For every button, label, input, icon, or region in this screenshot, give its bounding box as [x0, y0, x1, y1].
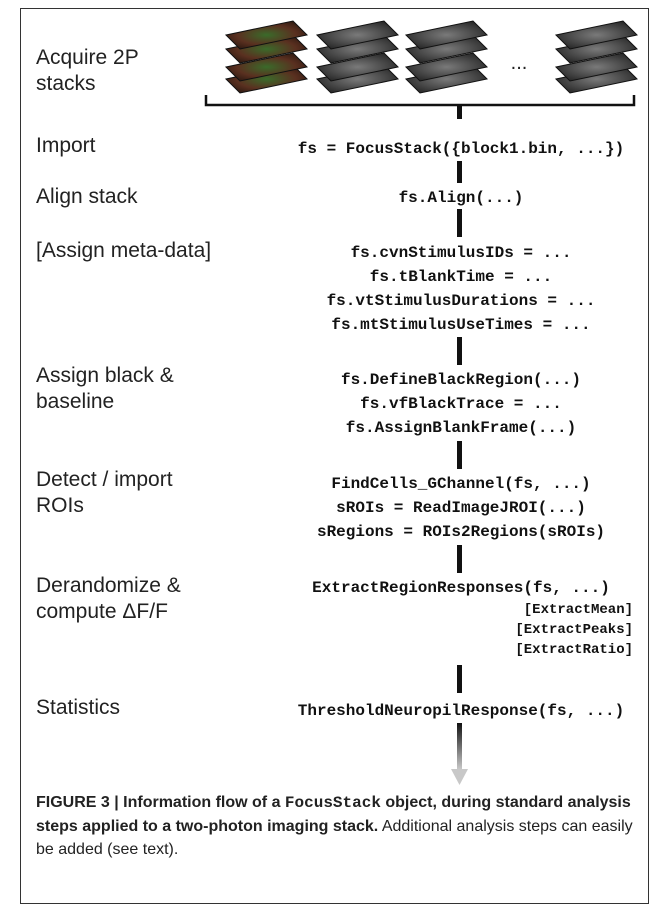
code-meta-4: fs.mtStimulusUseTimes = ... — [331, 316, 591, 334]
stack-bracket — [204, 95, 636, 107]
connector — [457, 441, 462, 469]
stack-gray-2 — [404, 20, 489, 94]
stack-gray-1 — [315, 20, 400, 94]
flow-arrow-down — [451, 723, 468, 785]
code-roi-2: sROIs = ReadImageJROI(...) — [336, 499, 586, 517]
code-extract-peaks: [ExtractPeaks] — [515, 622, 633, 638]
code-extract: ExtractRegionResponses(fs, ...) — [312, 579, 610, 597]
stack-ellipsis: ... — [511, 52, 528, 74]
step-label-acquire: Acquire 2P stacks — [36, 46, 139, 95]
bracket-stem — [457, 105, 462, 119]
step-label-statistics: Statistics — [36, 696, 121, 719]
code-statistics: ThresholdNeuropilResponse(fs, ...) — [297, 702, 625, 720]
code-import: fs = FocusStack({block1.bin, ...}) — [297, 140, 625, 158]
code-black-3: fs.AssignBlankFrame(...) — [345, 419, 577, 437]
connector — [457, 545, 462, 573]
code-extract-mean: [ExtractMean] — [523, 602, 633, 618]
step-label-black-baseline: Assign black & baseline — [36, 364, 174, 413]
code-meta-1: fs.cvnStimulusIDs = ... — [350, 244, 572, 262]
code-roi-1: FindCells_GChannel(fs, ...) — [331, 475, 591, 493]
connector — [457, 209, 462, 237]
connector — [457, 161, 462, 183]
connector — [457, 337, 462, 365]
step-label-metadata: [Assign meta-data] — [36, 239, 212, 262]
code-align: fs.Align(...) — [398, 189, 524, 207]
stack-colored — [224, 20, 309, 94]
code-roi-3: sRegions = ROIs2Regions(sROIs) — [316, 523, 606, 541]
step-label-align: Align stack — [36, 185, 138, 208]
caption-rest: Additional analysis steps can easily be … — [36, 818, 633, 858]
figure-caption: FIGURE 3 | Information flow of a FocusSt… — [36, 791, 636, 861]
caption-bold-rest: object, during standard analysis steps a… — [36, 794, 631, 835]
caption-code: FocusStack — [284, 794, 381, 812]
connector — [457, 665, 462, 693]
flow-diagram: ... Acquire 2P stacks Import Align stack… — [21, 9, 648, 785]
step-label-rois: Detect / import ROIs — [36, 468, 173, 517]
code-extract-ratio: [ExtractRatio] — [515, 642, 633, 658]
step-label-import: Import — [36, 134, 96, 157]
code-meta-2: fs.tBlankTime = ... — [369, 268, 553, 286]
image-stacks: ... — [204, 20, 639, 119]
figure-frame: ... Acquire 2P stacks Import Align stack… — [20, 8, 649, 904]
step-label-derandomize: Derandomize & compute ΔF/F — [36, 574, 181, 623]
code-black-2: fs.vfBlackTrace = ... — [360, 395, 562, 413]
stack-gray-3 — [554, 20, 639, 94]
caption-lead: FIGURE 3 | Information flow of a — [36, 794, 285, 811]
code-black-1: fs.DefineBlackRegion(...) — [340, 371, 582, 389]
code-meta-3: fs.vtStimulusDurations = ... — [326, 292, 596, 310]
